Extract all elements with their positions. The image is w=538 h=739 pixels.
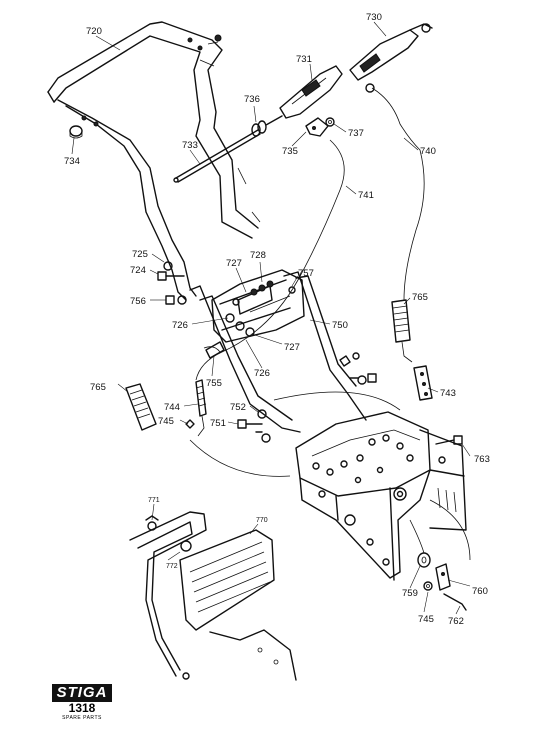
bracket-assembly <box>211 269 305 343</box>
label-763: 763 <box>474 454 490 465</box>
label-725: 725 <box>132 249 148 260</box>
label-740: 740 <box>420 146 436 157</box>
lever-730 <box>349 23 433 81</box>
washer-752 <box>257 409 267 419</box>
label-741: 741 <box>358 190 374 201</box>
bushing-759 <box>409 519 431 568</box>
label-765-right: 765 <box>412 292 428 303</box>
label-759: 759 <box>402 588 418 599</box>
lower-handle-750 <box>189 271 367 433</box>
label-736: 736 <box>244 94 260 105</box>
grip-765-left <box>125 383 157 431</box>
stiga-logo: STIGA 1318 SPARE PARTS <box>52 684 112 724</box>
label-726-left: 726 <box>172 320 188 331</box>
bolt-724 <box>157 271 185 281</box>
upper-handle-720 <box>47 21 261 301</box>
bracket-735 <box>305 117 329 137</box>
control-plate <box>295 411 467 581</box>
label-735: 735 <box>282 146 298 157</box>
logo-code: 1318 <box>68 701 96 715</box>
spring-744 <box>195 379 207 437</box>
label-752: 752 <box>230 402 246 413</box>
label-745-upper: 745 <box>158 416 174 427</box>
label-772: 772 <box>166 563 178 570</box>
label-756: 756 <box>130 296 146 307</box>
cable-740 <box>365 83 425 301</box>
leader-lines <box>71 21 471 615</box>
label-731: 731 <box>296 54 312 65</box>
label-734: 734 <box>64 156 80 167</box>
label-765-left: 765 <box>90 382 106 393</box>
label-737: 737 <box>348 128 364 139</box>
frame-outline <box>189 391 471 561</box>
label-744: 744 <box>164 402 180 413</box>
label-757: 757 <box>298 268 314 279</box>
label-733: 733 <box>182 140 198 151</box>
label-770: 770 <box>256 517 268 524</box>
plate-760 <box>435 563 451 591</box>
logo-brand: STIGA <box>52 684 112 702</box>
connector-743 <box>413 365 433 401</box>
nut-737 <box>325 117 335 127</box>
cover-assembly <box>129 511 297 681</box>
label-751: 751 <box>210 418 226 429</box>
label-726-lower: 726 <box>254 368 270 379</box>
label-724: 724 <box>130 265 146 276</box>
label-771: 771 <box>148 497 160 504</box>
pin-762 <box>443 593 467 611</box>
clip-755 <box>205 341 225 359</box>
label-760: 760 <box>472 586 488 597</box>
bolt-751 <box>237 419 271 443</box>
control-rod-733 <box>173 129 261 183</box>
nut-745-lower <box>423 581 433 591</box>
grip-765-right <box>391 299 413 363</box>
label-727-lower: 727 <box>284 342 300 353</box>
label-745-lower: 745 <box>418 614 434 625</box>
pin-745-upper <box>185 419 195 429</box>
label-743: 743 <box>440 388 456 399</box>
label-730: 730 <box>366 12 382 23</box>
label-720: 720 <box>86 26 102 37</box>
label-728: 728 <box>250 250 266 261</box>
logo-subtitle: SPARE PARTS <box>62 715 102 721</box>
coupling-736 <box>251 115 283 137</box>
washer-725 <box>163 261 173 271</box>
lever-731 <box>279 65 343 119</box>
bolt-756 <box>165 295 187 305</box>
knob-734 <box>69 125 83 139</box>
label-750: 750 <box>332 320 348 331</box>
part-number-labels: 720 730 731 736 737 735 740 733 734 741 … <box>64 12 490 627</box>
label-755: 755 <box>206 378 222 389</box>
label-727-upper: 727 <box>226 258 242 269</box>
label-762: 762 <box>448 616 464 627</box>
handle-fasteners-right <box>339 352 377 385</box>
